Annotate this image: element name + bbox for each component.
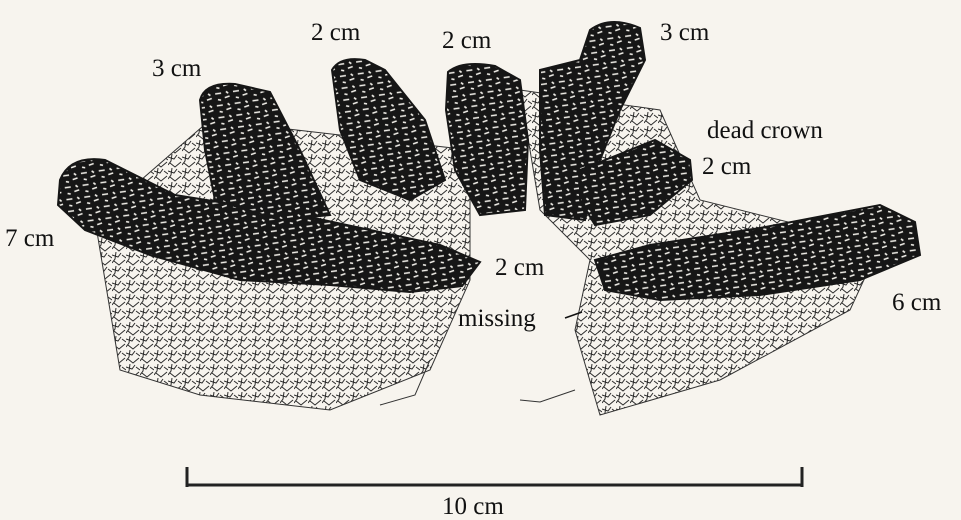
label-2cm-a: 2 cm [311,19,361,46]
label-2cm-b: 2 cm [442,27,492,54]
label-3cm-right: 3 cm [660,19,710,46]
label-3cm-left: 3 cm [152,55,202,82]
label-dead-crown: dead crown [707,117,823,144]
label-missing: missing [458,305,536,332]
label-2cm-dead: 2 cm [702,153,752,180]
scale-bar-label: 10 cm [442,493,504,520]
label-6cm: 6 cm [892,289,942,316]
label-2cm-center: 2 cm [495,254,545,281]
scale-bar [187,467,802,487]
label-7cm: 7 cm [5,225,55,252]
